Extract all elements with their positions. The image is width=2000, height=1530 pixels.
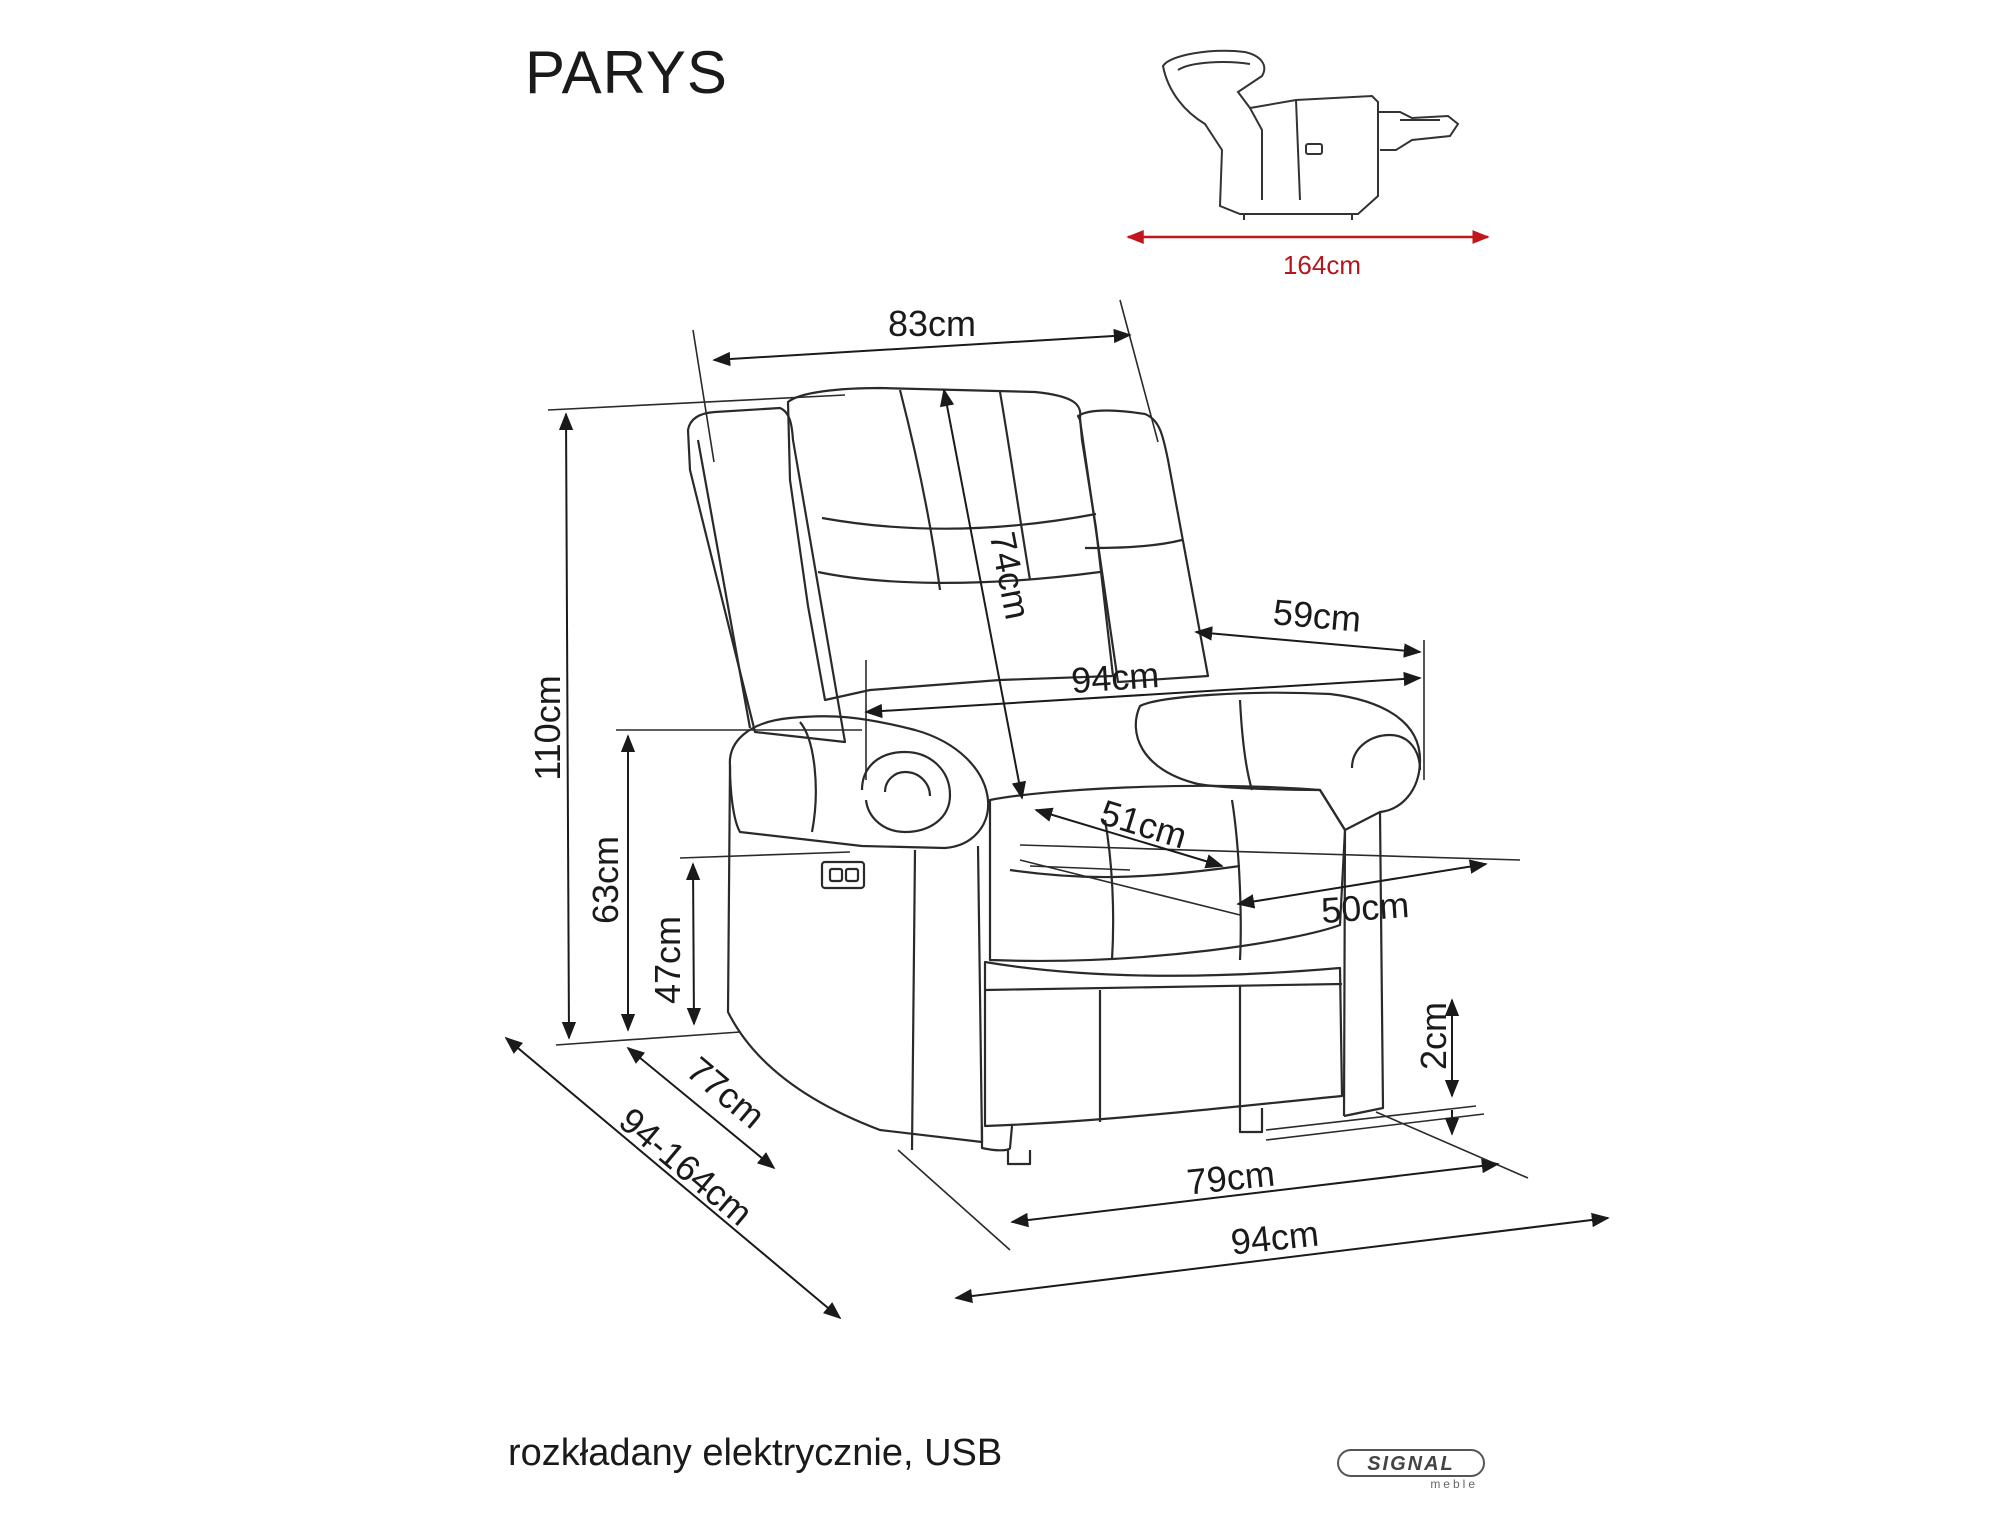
dim-depth: 77cm [679,1048,773,1136]
dimension-arrows [504,328,1610,1320]
dim-height-total: 110cm [527,675,568,780]
reclined-side-view [1161,49,1460,220]
dim-inner-width: 94cm [1070,654,1161,701]
armchair-outline [686,386,1422,1166]
recline-length-label: 164cm [1283,250,1361,280]
dim-seat-height: 47cm [647,916,688,1004]
dim-total-width: 94cm [1229,1213,1321,1263]
dim-width-top: 83cm [888,303,976,344]
dim-base-width: 79cm [1185,1153,1277,1203]
dim-seat-width: 50cm [1320,884,1411,931]
svg-text:meble: meble [1430,1477,1478,1491]
brand-logo: SIGNAL meble [1337,1449,1485,1491]
dim-backrest-height: 74cm [982,528,1039,622]
product-caption: rozkładany elektrycznie, USB [508,1432,1003,1474]
svg-text:SIGNAL: SIGNAL [1367,1453,1455,1475]
product-title: PARYS [525,39,728,106]
dim-armrest-height: 63cm [585,836,626,924]
dim-leg-height: 2cm [1413,1002,1454,1070]
dim-armrest-depth: 59cm [1271,591,1362,640]
